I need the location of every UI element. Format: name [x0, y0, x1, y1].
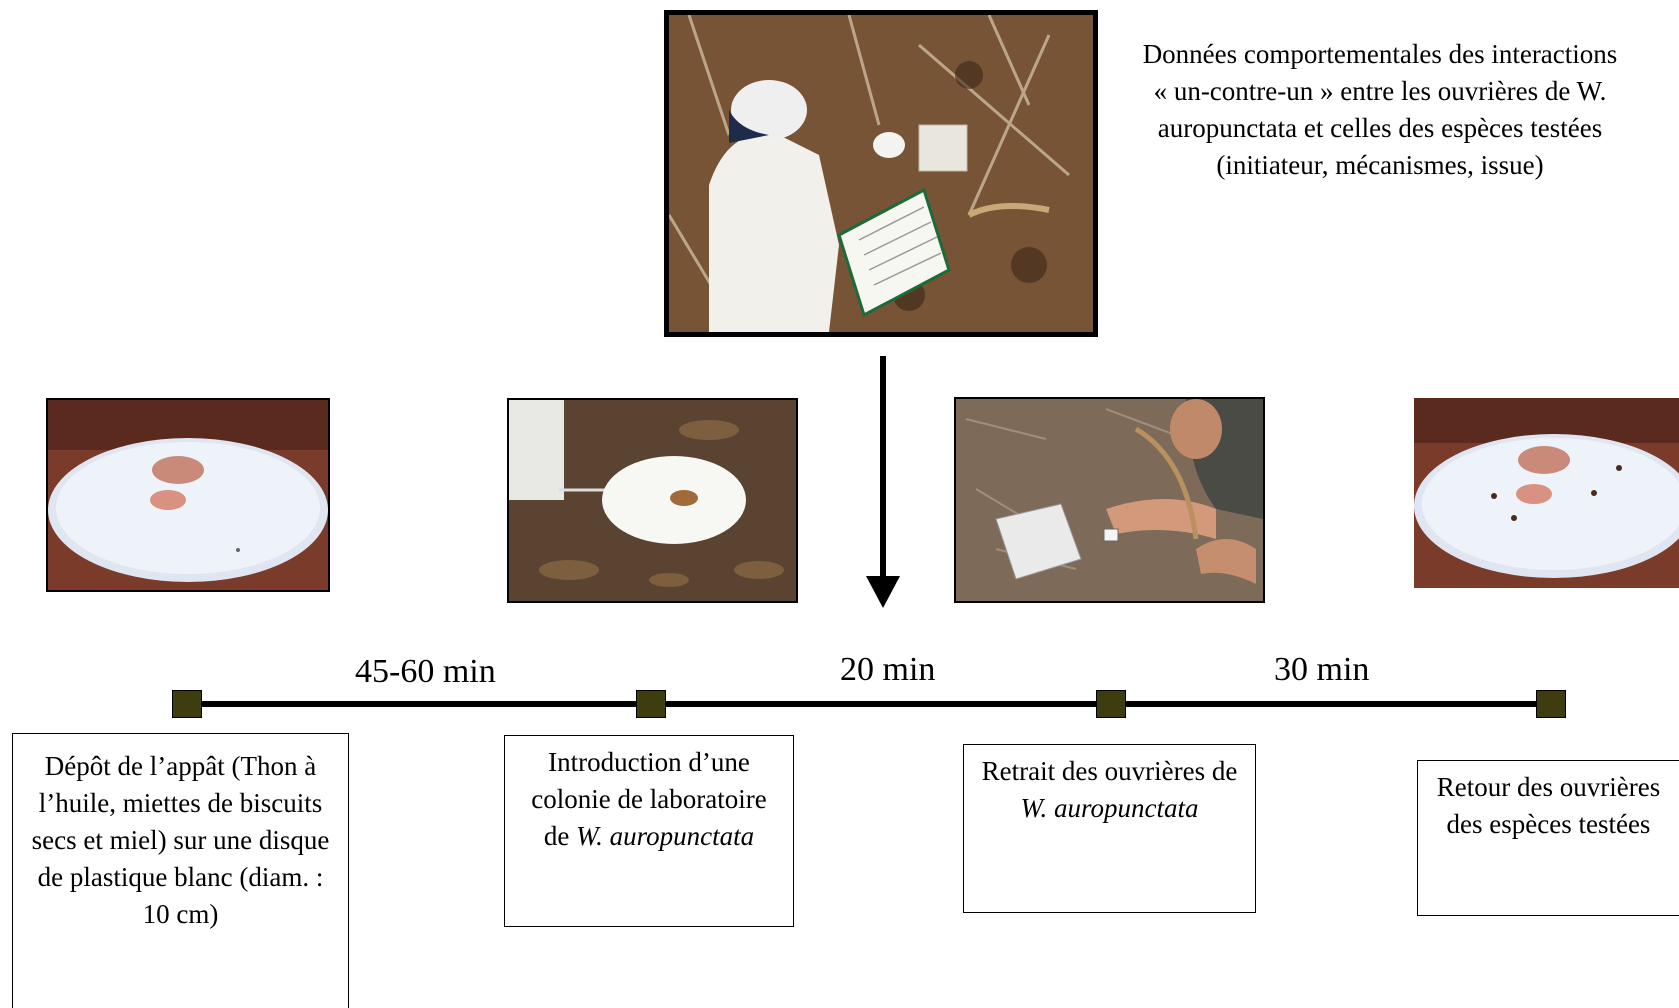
step-box-worker-removal: Retrait des ouvrières de W. auropunctata	[963, 744, 1256, 913]
step-box-bait-deposit: Dépôt de l’appât (Thon à l’huile, miette…	[12, 733, 349, 1008]
timeline-marker-1	[172, 690, 202, 718]
duration-label-3: 30 min	[1274, 651, 1370, 688]
down-arrow-head	[866, 576, 900, 608]
duration-label-2: 20 min	[840, 651, 936, 688]
timeline-marker-4	[1536, 690, 1566, 718]
observation-description: Données comportementales des interaction…	[1142, 39, 1618, 180]
timeline-line	[186, 701, 1551, 707]
timeline-marker-3	[1096, 690, 1126, 718]
bait-disc-photo-1	[46, 398, 330, 592]
species-name: W. auropunctata	[576, 821, 755, 851]
duration-label-1: 45-60 min	[355, 653, 496, 690]
step-text: Retrait des ouvrières de	[981, 756, 1238, 786]
worker-removal-photo	[954, 397, 1265, 603]
observer-photo	[664, 10, 1098, 337]
bait-disc-photo-2	[1414, 398, 1679, 588]
step-box-colony-introduction: Introduction d’une colonie de laboratoir…	[504, 735, 794, 927]
colony-introduction-photo	[507, 398, 798, 603]
step-text: Retour des ouvrières des espèces testées	[1436, 772, 1661, 839]
species-name: W. auropunctata	[1020, 793, 1199, 823]
step-box-species-return: Retour des ouvrières des espèces testées	[1417, 760, 1679, 916]
step-text: Introduction d’une colonie de laboratoir…	[531, 747, 767, 851]
down-arrow-shaft	[880, 356, 886, 578]
timeline-marker-2	[636, 690, 666, 718]
step-text: Dépôt de l’appât (Thon à l’huile, miette…	[31, 751, 330, 929]
